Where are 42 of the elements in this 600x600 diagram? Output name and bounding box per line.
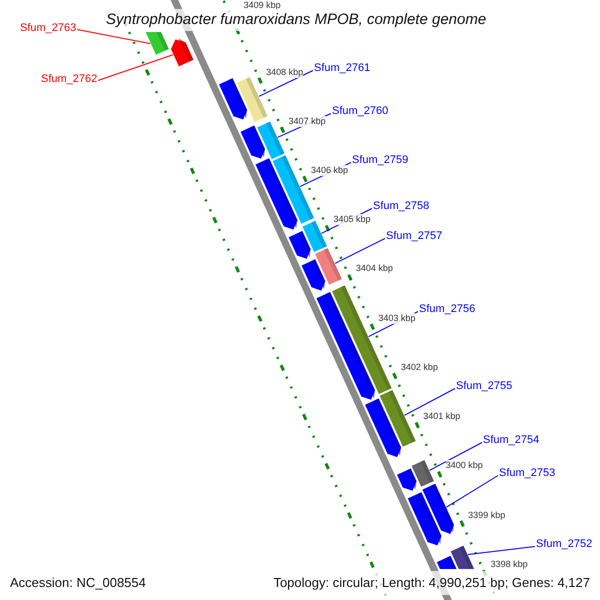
leader-line <box>429 442 482 471</box>
tick-label: 3408 kbp <box>266 66 304 78</box>
tick-label: 3399 kbp <box>468 510 506 521</box>
gene-label: Sfum_2763 <box>20 22 76 35</box>
tick-label: 3407 kbp <box>288 116 326 127</box>
tick-label: 3403 kbp <box>378 312 416 324</box>
tick-label: 3402 kbp <box>400 362 438 373</box>
gene-label: Sfum_2758 <box>373 200 430 213</box>
gene-label: Sfum_2760 <box>332 105 388 118</box>
gene-label: Sfum_2762 <box>41 73 98 86</box>
gene-label: Sfum_2761 <box>314 62 370 75</box>
gene-feature <box>146 32 169 55</box>
genome-summary-text: Topology: circular; Length: 4,990,251 bp; Genes: 4,127 <box>271 571 592 595</box>
leader-line <box>468 546 536 555</box>
gene-label: Sfum_2754 <box>483 434 540 447</box>
gene-feature <box>236 77 268 122</box>
tick-label: 3398 kbp <box>490 558 528 570</box>
gene-label: Sfum_2759 <box>352 154 408 167</box>
gene-feature <box>302 220 327 252</box>
gene-feature <box>171 38 194 66</box>
leader-line <box>76 29 151 44</box>
leader-line <box>404 388 456 416</box>
gene-label: Sfum_2752 <box>536 538 592 551</box>
tick-label: 3400 kbp <box>446 460 483 472</box>
gene-feature <box>257 122 284 160</box>
tick-label: 3405 kbp <box>333 214 370 226</box>
tick-label: 3404 kbp <box>356 263 393 274</box>
leader-line <box>334 238 386 264</box>
tick-label: 3406 kbp <box>311 165 348 176</box>
gene-feature <box>380 390 416 447</box>
gene-feature <box>315 248 342 285</box>
leader-line <box>98 54 174 81</box>
gene-label: Sfum_2757 <box>386 230 442 243</box>
gene-feature <box>422 484 454 534</box>
gene-feature <box>412 460 434 487</box>
leader-line <box>258 70 314 97</box>
gene-label: Sfum_2755 <box>456 380 512 393</box>
gene-label: Sfum_2756 <box>419 303 476 316</box>
gene-feature <box>450 546 474 569</box>
gene-label: Sfum_2753 <box>499 467 556 480</box>
tick-label: 3401 kbp <box>423 411 460 422</box>
leader-line <box>446 475 498 508</box>
